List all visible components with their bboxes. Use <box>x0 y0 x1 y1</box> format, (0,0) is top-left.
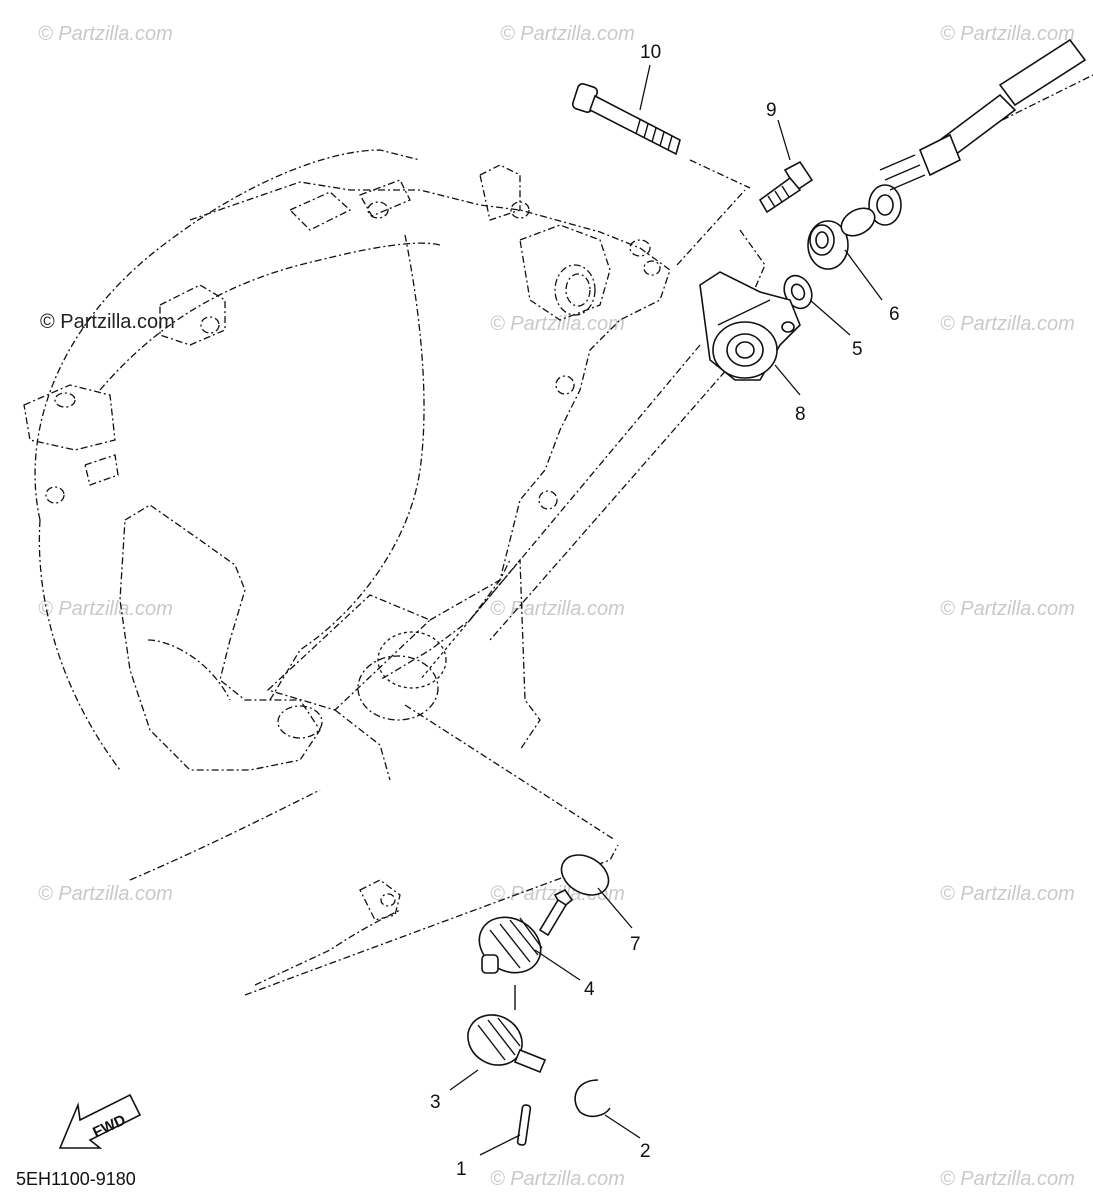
callout-4: 4 <box>584 979 595 1000</box>
crankcase-outline <box>23 149 671 996</box>
watermark: © Partzilla.com <box>940 23 1075 45</box>
callout-9: 9 <box>766 100 777 121</box>
watermark: © Partzilla.com <box>490 313 625 335</box>
watermark: © Partzilla.com <box>490 598 625 620</box>
callout-6: 6 <box>889 304 900 325</box>
meter-cable <box>868 38 1087 226</box>
part-7-o-ring <box>560 854 610 896</box>
watermark: © Partzilla.com <box>38 598 173 620</box>
callout-2: 2 <box>640 1141 651 1162</box>
watermark: © Partzilla.com <box>940 883 1075 905</box>
watermark-dark: © Partzilla.com <box>40 311 175 333</box>
part-9-bolt <box>758 160 814 214</box>
callouts: 10 9 6 5 8 7 4 3 2 1 <box>430 42 900 1180</box>
watermark: © Partzilla.com <box>940 313 1075 335</box>
watermark: © Partzilla.com <box>38 883 173 905</box>
watermark: © Partzilla.com <box>940 1168 1075 1190</box>
watermark: © Partzilla.com <box>38 23 173 45</box>
part-8-gear-housing <box>699 271 801 381</box>
part-10-bolt <box>571 83 681 156</box>
leader-lines <box>449 64 883 1156</box>
watermarks: © Partzilla.com © Partzilla.com © Partzi… <box>38 23 1075 1190</box>
part-5-washer <box>783 274 813 310</box>
callout-3: 3 <box>430 1092 441 1113</box>
watermark: © Partzilla.com <box>500 23 635 45</box>
callout-5: 5 <box>852 339 863 360</box>
callout-7: 7 <box>630 934 641 955</box>
callout-10: 10 <box>640 42 661 63</box>
watermark: © Partzilla.com <box>940 598 1075 620</box>
part-1-pin <box>516 1104 532 1146</box>
part-6-bearing <box>807 207 876 270</box>
drive-shaft-lines <box>404 74 1093 841</box>
part-2-circlip <box>574 1079 611 1118</box>
fwd-arrow: FWD <box>58 1093 142 1149</box>
diagram-code: 5EH1100-9180 <box>16 1169 136 1189</box>
part-3-worm-gear <box>467 985 547 1074</box>
part-4-gear <box>478 888 574 974</box>
callout-1: 1 <box>456 1159 467 1180</box>
watermark: © Partzilla.com <box>490 1168 625 1190</box>
callout-8: 8 <box>795 404 806 425</box>
